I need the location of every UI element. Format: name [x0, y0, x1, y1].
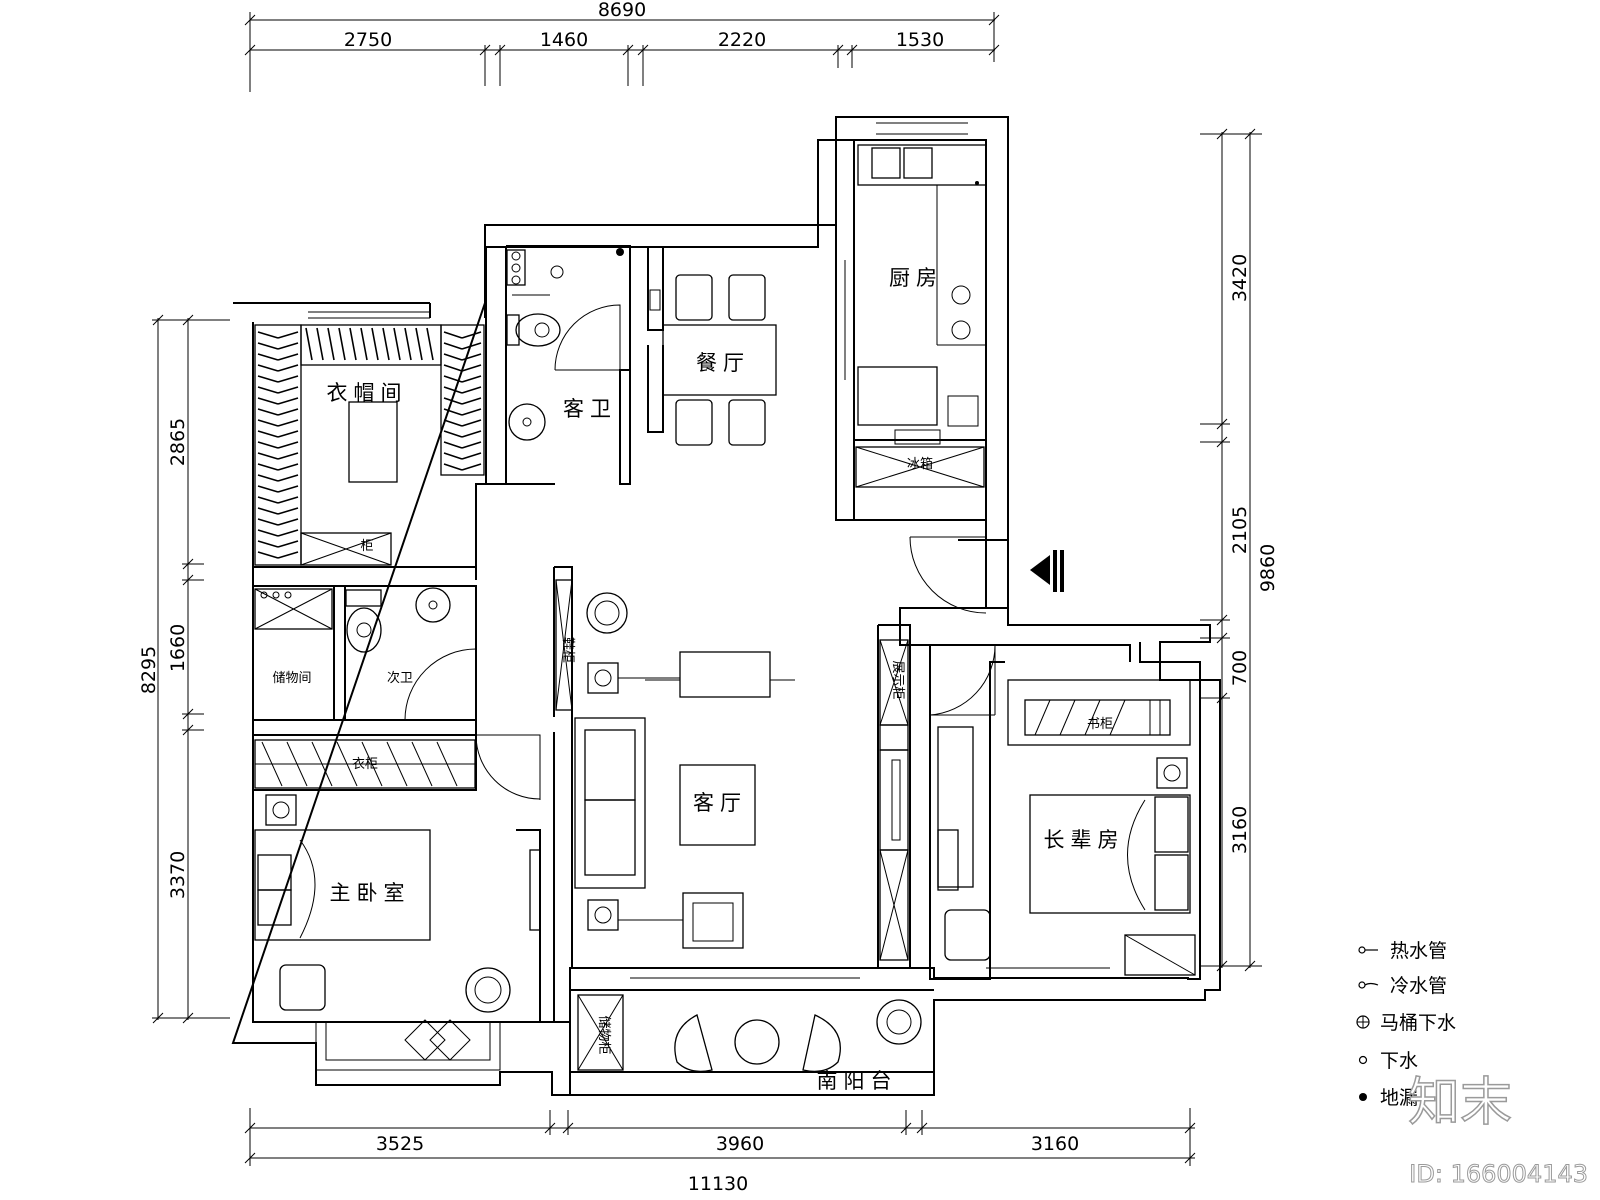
- watermark-brand: 知末: [1408, 1073, 1512, 1133]
- toilet-drain-icon: [1356, 1015, 1370, 1029]
- label-master-bedroom: 主卧室: [330, 881, 411, 905]
- legend-toilet-drain: 马桶下水: [1380, 1012, 1456, 1034]
- dim-left-1: 2865: [167, 418, 189, 466]
- elder-room-furniture: [937, 679, 1196, 976]
- label-elder-room: 长辈房: [1044, 828, 1125, 852]
- label-storage: 储物间: [272, 671, 311, 686]
- dim-bottom-total: 11130: [688, 1173, 748, 1195]
- label-shoe-cabinet: 鞋柜: [560, 637, 576, 663]
- drain-icon: [1358, 1055, 1368, 1065]
- guest-bath-fixtures: [506, 248, 624, 441]
- label-display: 展示柜: [890, 660, 905, 699]
- dim-top-2: 1460: [540, 29, 588, 51]
- dim-left-total: 8295: [138, 646, 160, 694]
- label-balcony-cabinet: 储物柜: [596, 1015, 611, 1054]
- label-south-balcony: 南阳台: [817, 1069, 898, 1093]
- walls: [231, 116, 1221, 1096]
- label-dining: 餐厅: [696, 351, 750, 375]
- legend: 热水管 冷水管 马桶下水 下水 地漏: [1356, 940, 1456, 1109]
- label-cabinet: 柜: [360, 539, 373, 554]
- dining-table-set: [649, 274, 777, 446]
- hot-water-pipe-icon: [1358, 946, 1378, 954]
- dim-right-3: 700: [1229, 650, 1251, 686]
- dim-bottom-2: 3960: [716, 1133, 764, 1155]
- dim-top-total: 8690: [598, 0, 646, 21]
- label-living: 客厅: [693, 791, 747, 815]
- dim-top-4: 1530: [896, 29, 944, 51]
- floor-drain-icon: [1359, 1093, 1367, 1101]
- dim-right-4: 3160: [1229, 806, 1251, 854]
- legend-cold-water: 冷水管: [1390, 975, 1447, 997]
- label-fridge: 冰箱: [907, 456, 933, 472]
- label-kitchen: 厨房: [889, 266, 943, 290]
- entry-arrow-icon: [1030, 550, 1064, 592]
- balcony-furniture: [577, 994, 922, 1073]
- room-labels: 衣帽间 客卫 餐厅 厨房 储物间 次卫 客厅 主卧室 长辈房 南阳台 柜 冰箱 …: [272, 266, 1125, 1093]
- label-bookcase: 书柜: [1087, 717, 1113, 732]
- watermark-id: ID: 166004143: [1409, 1160, 1588, 1188]
- dim-left-2: 1660: [167, 624, 189, 672]
- master-bedroom-furniture: [254, 739, 541, 1061]
- living-room-furniture: [555, 579, 909, 961]
- dim-right-1: 3420: [1229, 254, 1251, 302]
- dim-left-3: 3370: [167, 851, 189, 899]
- kitchen-fixtures: [855, 144, 987, 488]
- cloakroom-wardrobes: [254, 324, 485, 566]
- dim-right-2: 2105: [1229, 506, 1251, 554]
- label-cloakroom: 衣帽间: [327, 381, 408, 405]
- label-guest-bath: 客卫: [563, 397, 617, 421]
- storage-fixtures: [254, 587, 451, 653]
- dim-bottom-3: 3160: [1031, 1133, 1079, 1155]
- watermark: 知末 ID: 166004143: [1407, 1072, 1588, 1188]
- doors: [404, 304, 996, 800]
- dimension-lines: 8690 2750 1460 2220 1530 3525 3960 3160 …: [138, 0, 1279, 1195]
- dim-right-total: 9860: [1257, 544, 1279, 592]
- label-wardrobe: 衣柜: [352, 756, 378, 772]
- dim-bottom-1: 3525: [376, 1133, 424, 1155]
- cold-water-pipe-icon: [1358, 981, 1379, 989]
- legend-floor-drain: 地漏: [1380, 1087, 1418, 1109]
- dim-top-1: 2750: [344, 29, 392, 51]
- legend-drain: 下水: [1380, 1050, 1418, 1072]
- label-second-bath: 次卫: [387, 670, 413, 686]
- dim-top-3: 2220: [718, 29, 766, 51]
- legend-hot-water: 热水管: [1390, 940, 1447, 962]
